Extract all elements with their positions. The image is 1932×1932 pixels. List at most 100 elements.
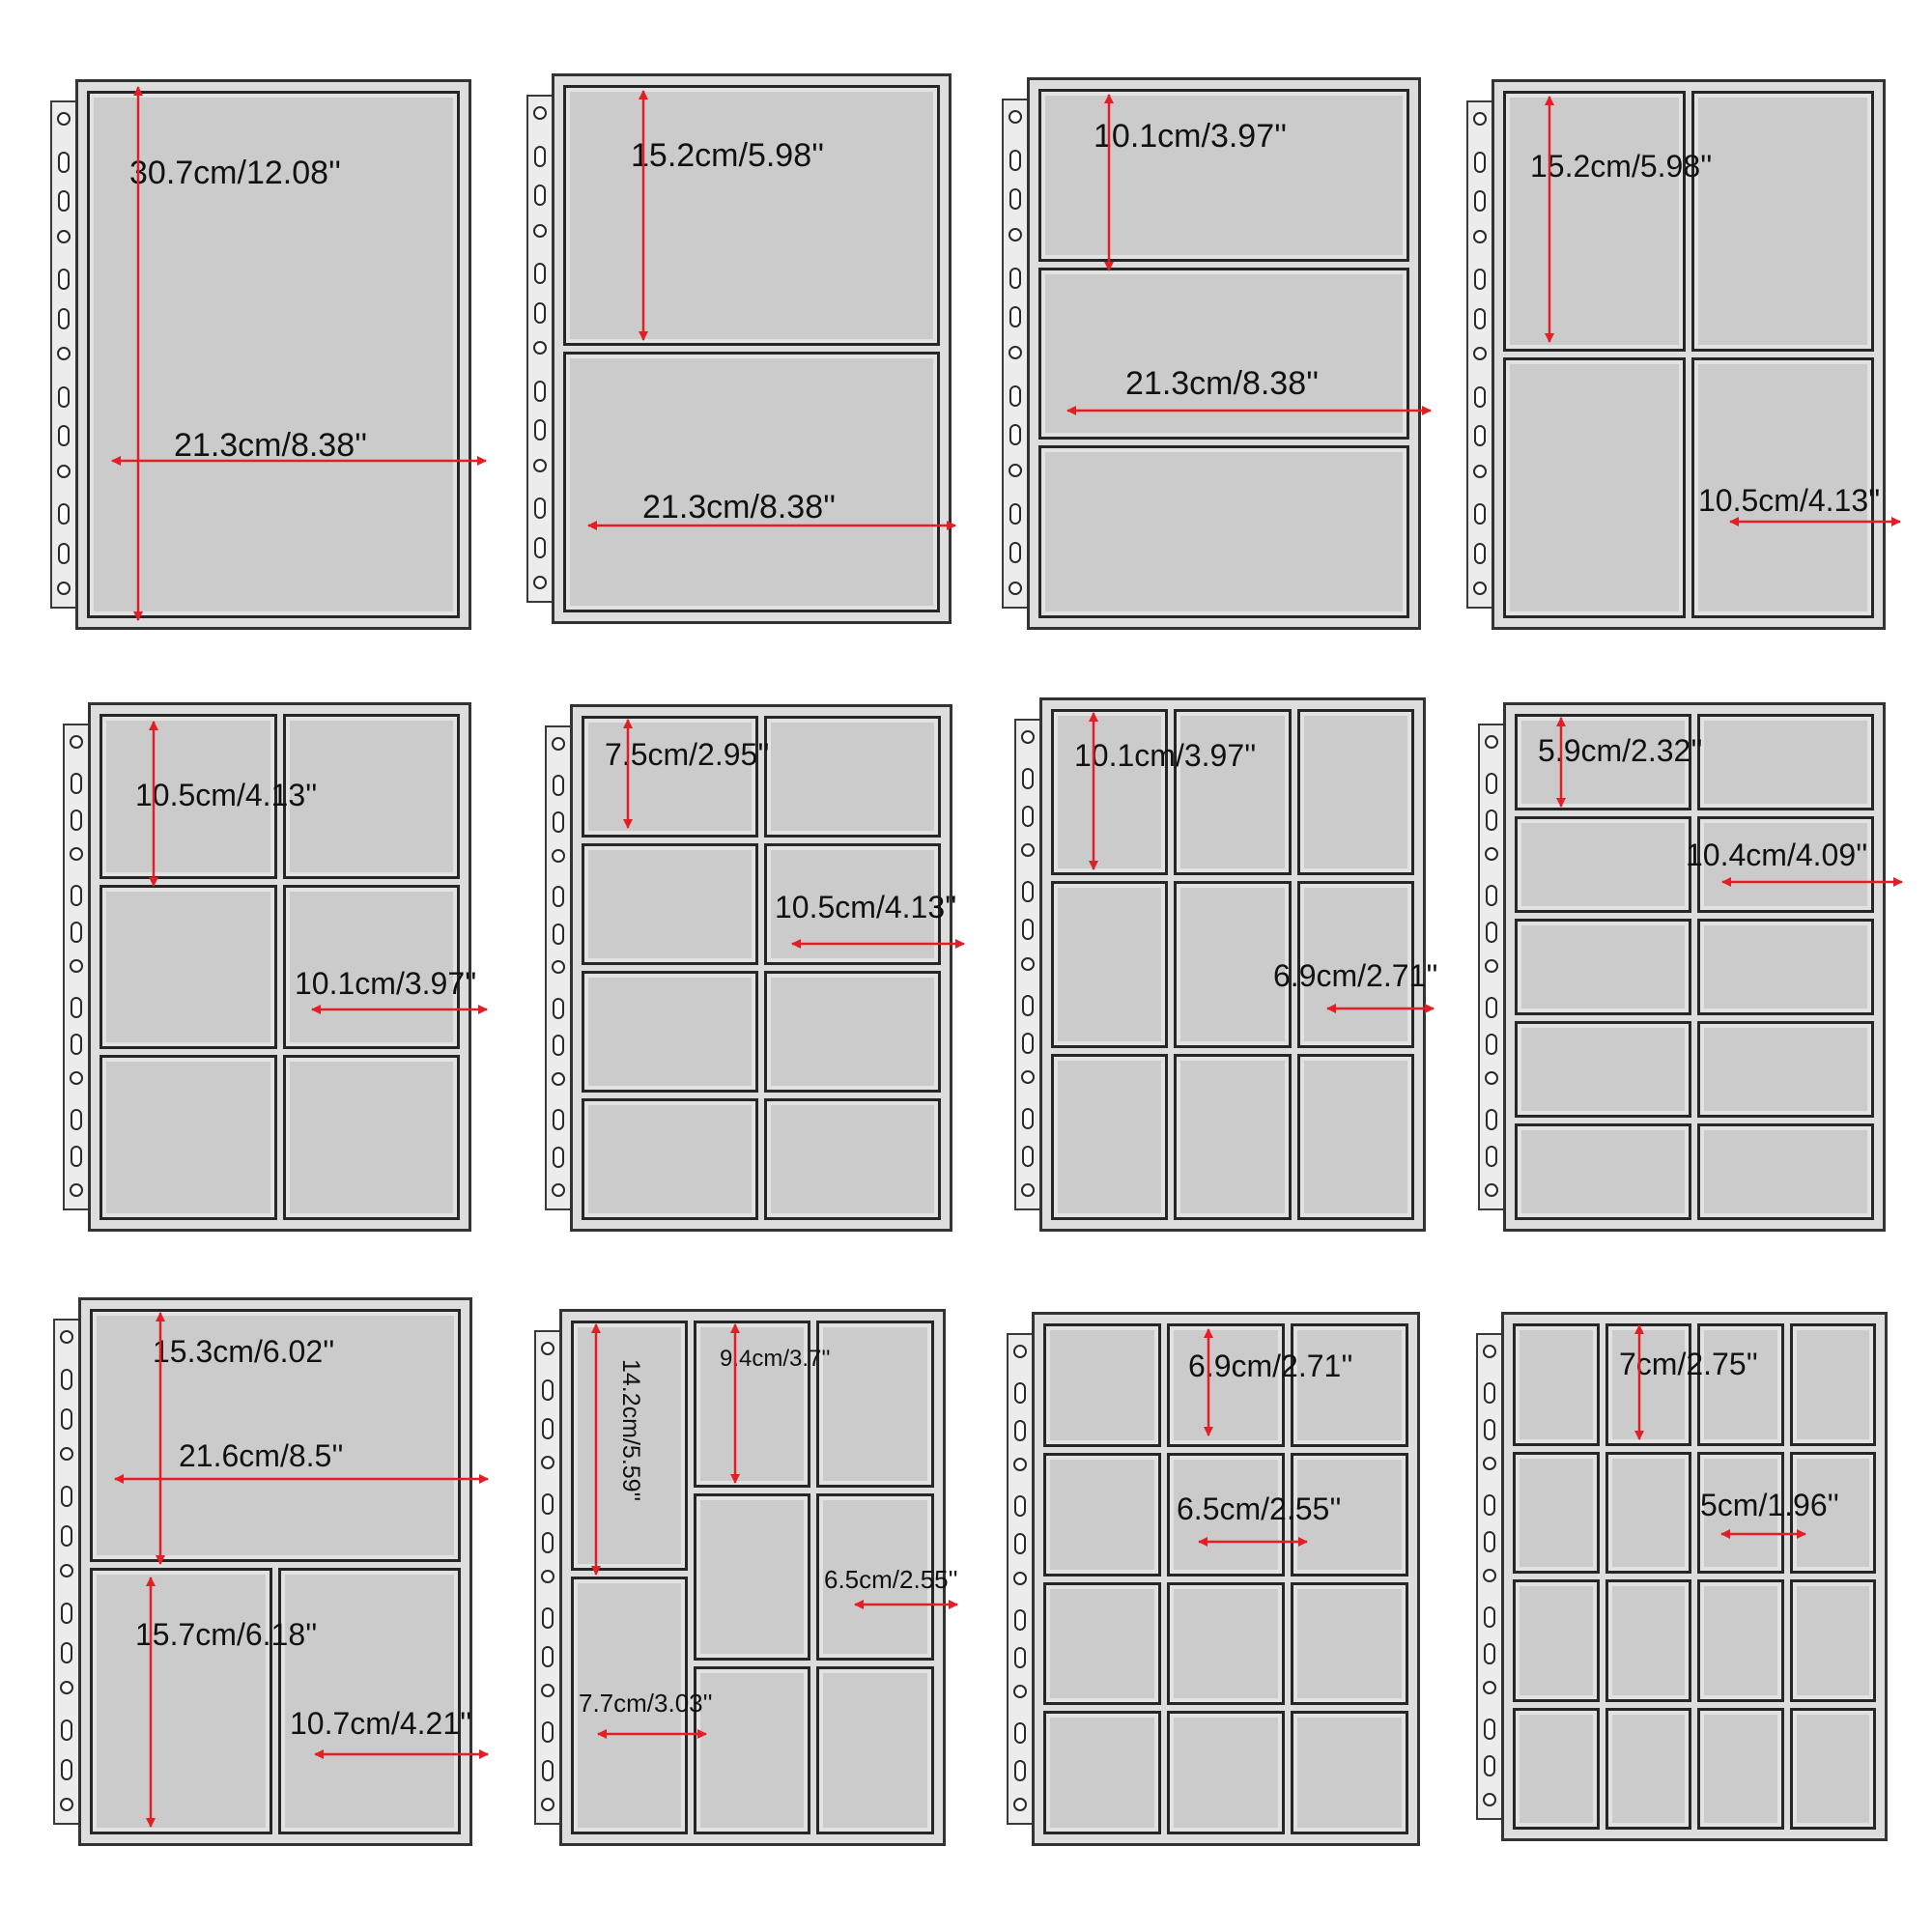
card-pocket[interactable] xyxy=(1051,881,1169,1048)
card-pocket[interactable] xyxy=(1291,1581,1408,1706)
card-pocket[interactable] xyxy=(1515,919,1691,1015)
card-pocket[interactable] xyxy=(1296,709,1414,876)
card-pocket[interactable] xyxy=(1691,91,1874,352)
card-pocket[interactable] xyxy=(282,714,460,879)
ring-hole-icon xyxy=(1473,112,1487,126)
card-pocket[interactable] xyxy=(1513,1707,1600,1830)
slot-hole-icon xyxy=(1022,995,1034,1016)
card-pocket[interactable] xyxy=(764,1098,941,1220)
card-pocket[interactable] xyxy=(1038,445,1409,618)
card-pocket[interactable] xyxy=(1051,1053,1169,1220)
card-pocket[interactable] xyxy=(1167,1711,1285,1834)
dimension-label: 7.7cm/3.03'' xyxy=(579,1689,713,1718)
card-pocket[interactable] xyxy=(1789,1707,1876,1830)
card-pocket[interactable] xyxy=(1789,1579,1876,1702)
card-pocket[interactable] xyxy=(816,1493,934,1662)
dimension-label: 9.4cm/3.7'' xyxy=(720,1346,831,1372)
card-pocket[interactable] xyxy=(1697,1579,1784,1702)
dimension-label: 5cm/1.96'' xyxy=(1700,1488,1839,1522)
card-pocket[interactable] xyxy=(1043,1323,1161,1447)
card-pocket[interactable] xyxy=(1691,357,1874,618)
card-pocket[interactable] xyxy=(99,1055,277,1220)
card-pocket[interactable] xyxy=(1051,709,1169,876)
card-pocket[interactable] xyxy=(563,352,940,612)
card-pocket[interactable] xyxy=(1174,881,1292,1048)
card-pocket[interactable] xyxy=(1503,357,1686,618)
card-pocket[interactable] xyxy=(764,971,941,1093)
card-pocket[interactable] xyxy=(1296,881,1414,1048)
card-pocket[interactable] xyxy=(764,716,941,838)
card-pocket[interactable] xyxy=(90,1567,272,1834)
ring-hole-icon xyxy=(1473,347,1487,360)
dimension-label: 21.6cm/8.5'' xyxy=(179,1438,344,1473)
card-pocket[interactable] xyxy=(1605,1451,1691,1574)
card-pocket[interactable] xyxy=(694,1321,811,1489)
card-pocket[interactable] xyxy=(816,1321,934,1489)
card-pocket[interactable] xyxy=(1291,1452,1408,1577)
card-pocket[interactable] xyxy=(1697,714,1874,810)
sleeve-body xyxy=(552,73,952,624)
card-pocket[interactable] xyxy=(1291,1323,1408,1447)
card-pocket[interactable] xyxy=(571,1321,689,1571)
card-pocket[interactable] xyxy=(1513,1323,1600,1446)
card-pocket[interactable] xyxy=(1038,89,1409,262)
card-pocket[interactable] xyxy=(1291,1711,1408,1834)
card-pocket[interactable] xyxy=(1605,1707,1691,1830)
card-pocket[interactable] xyxy=(99,714,277,879)
card-pocket[interactable] xyxy=(582,971,758,1093)
card-pocket[interactable] xyxy=(563,85,940,346)
card-pocket[interactable] xyxy=(1515,714,1691,810)
card-pocket[interactable] xyxy=(694,1493,811,1662)
card-pocket[interactable] xyxy=(571,1576,689,1834)
card-pocket[interactable] xyxy=(1167,1581,1285,1706)
card-pocket[interactable] xyxy=(1697,816,1874,913)
card-pocket[interactable] xyxy=(1789,1451,1876,1574)
card-pocket[interactable] xyxy=(1043,1711,1161,1834)
slot-hole-icon xyxy=(1022,768,1034,789)
card-pocket[interactable] xyxy=(1697,1451,1784,1574)
card-pocket[interactable] xyxy=(1697,1707,1784,1830)
card-pocket[interactable] xyxy=(1697,1021,1874,1118)
card-pocket[interactable] xyxy=(1167,1452,1285,1577)
card-pocket[interactable] xyxy=(282,884,460,1050)
card-pocket[interactable] xyxy=(1043,1581,1161,1706)
slot-hole-icon xyxy=(1486,1146,1497,1167)
card-pocket[interactable] xyxy=(1174,709,1292,876)
card-pocket[interactable] xyxy=(99,884,277,1050)
card-pocket[interactable] xyxy=(1515,1123,1691,1220)
card-pocket[interactable] xyxy=(90,1309,461,1562)
slot-hole-icon xyxy=(542,1493,554,1515)
ring-hole-icon xyxy=(533,106,547,120)
card-pocket[interactable] xyxy=(87,91,460,618)
card-pocket[interactable] xyxy=(582,843,758,965)
card-pocket[interactable] xyxy=(1697,1323,1784,1446)
card-pocket[interactable] xyxy=(1038,267,1409,440)
dimension-label: 15.3cm/6.02'' xyxy=(153,1334,335,1369)
card-pocket[interactable] xyxy=(278,1567,461,1834)
card-pocket[interactable] xyxy=(816,1666,934,1834)
card-pocket[interactable] xyxy=(1605,1323,1691,1446)
card-pocket[interactable] xyxy=(694,1666,811,1834)
dimension-label: 5.9cm/2.32'' xyxy=(1538,733,1703,768)
slot-hole-icon xyxy=(1484,1531,1495,1552)
card-pocket[interactable] xyxy=(1789,1323,1876,1446)
card-pocket[interactable] xyxy=(1174,1053,1292,1220)
card-pocket[interactable] xyxy=(1503,91,1686,352)
card-pocket[interactable] xyxy=(1296,1053,1414,1220)
card-pocket[interactable] xyxy=(582,716,758,838)
card-pocket[interactable] xyxy=(582,1098,758,1220)
ring-hole-icon xyxy=(1485,959,1498,973)
card-pocket[interactable] xyxy=(1605,1579,1691,1702)
card-pocket[interactable] xyxy=(1513,1451,1600,1574)
card-pocket[interactable] xyxy=(1513,1579,1600,1702)
card-pocket[interactable] xyxy=(1167,1323,1285,1447)
sleeve-page-7: 10.1cm/3.97''6.9cm/2.71'' xyxy=(1014,697,1438,1232)
card-pocket[interactable] xyxy=(1515,816,1691,913)
card-pocket[interactable] xyxy=(1043,1452,1161,1577)
card-pocket[interactable] xyxy=(282,1055,460,1220)
card-pocket[interactable] xyxy=(1697,1123,1874,1220)
slot-hole-icon xyxy=(1486,997,1497,1018)
dimension-label: 6.9cm/2.71'' xyxy=(1273,958,1438,993)
card-pocket[interactable] xyxy=(1515,1021,1691,1118)
card-pocket[interactable] xyxy=(1697,919,1874,1015)
